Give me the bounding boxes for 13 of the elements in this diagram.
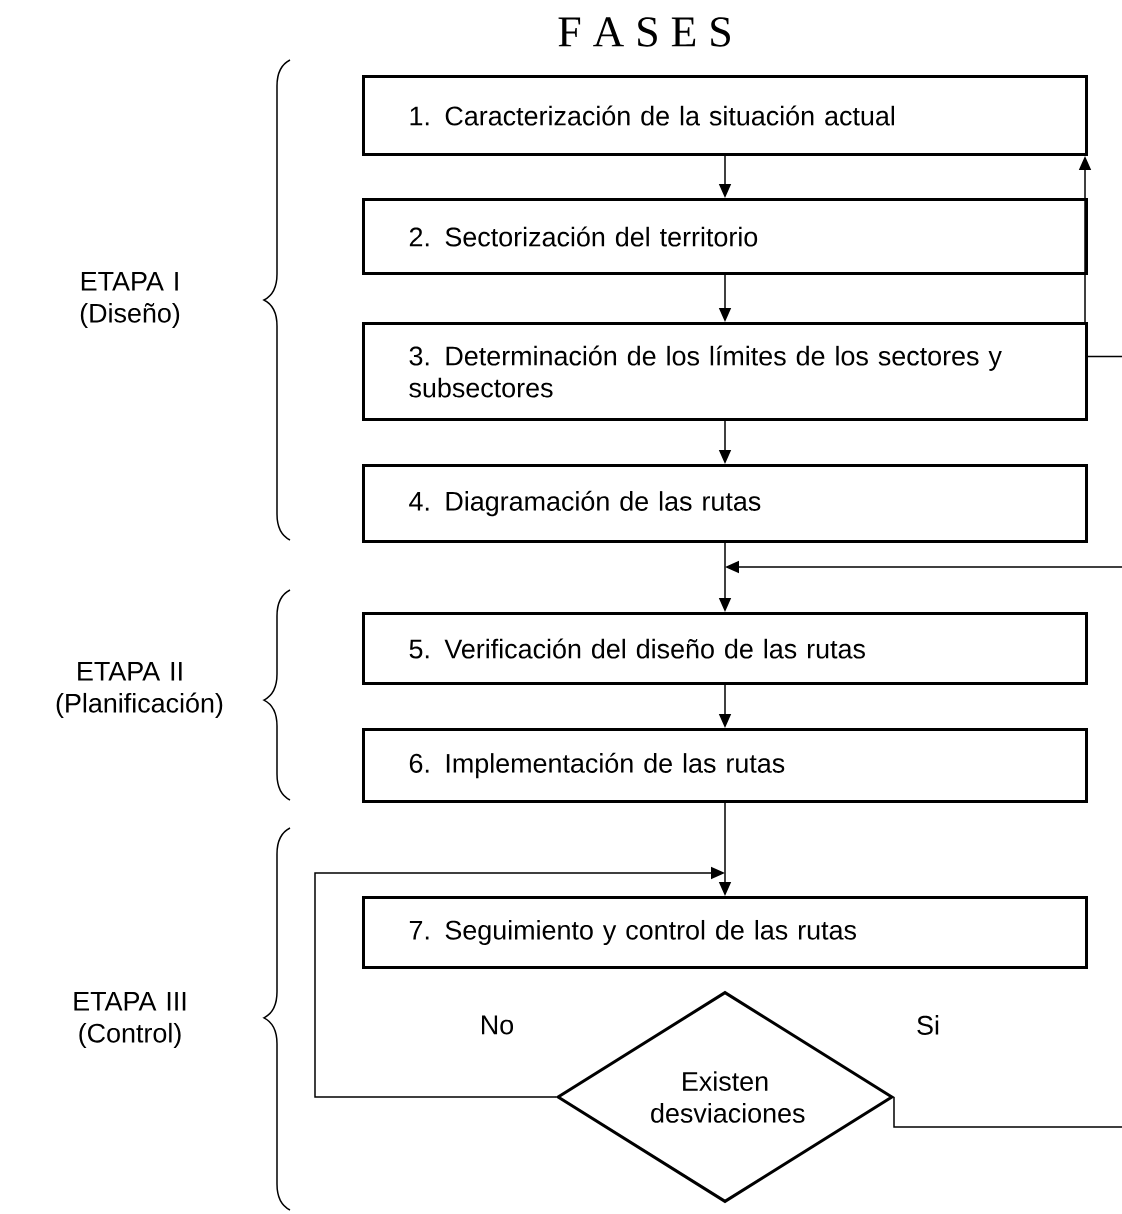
process-box: 1. Caracterización de la situación actual — [362, 75, 1088, 156]
process-box: 3. Determinación de los límites de los sectores y subsectores — [362, 322, 1088, 421]
edge-label: No — [477, 1013, 517, 1037]
title: F A S E S — [558, 17, 730, 47]
process-box: 2. Sectorización del territorio — [362, 198, 1088, 275]
stage-label: ETAPA II (Planificación) — [56, 662, 223, 718]
process-box: 4. Diagramación de las rutas — [362, 464, 1088, 543]
process-box: 5. Verificación del diseño de las rutas — [362, 612, 1088, 685]
process-box: 6. Implementación de las rutas — [362, 728, 1088, 803]
process-box: 7. Seguimiento y control de las rutas — [362, 896, 1088, 969]
stage-label: ETAPA I (Diseño) — [80, 272, 180, 328]
stage-label: ETAPA III (Control) — [74, 992, 186, 1048]
edge-label: Si — [914, 1013, 942, 1037]
